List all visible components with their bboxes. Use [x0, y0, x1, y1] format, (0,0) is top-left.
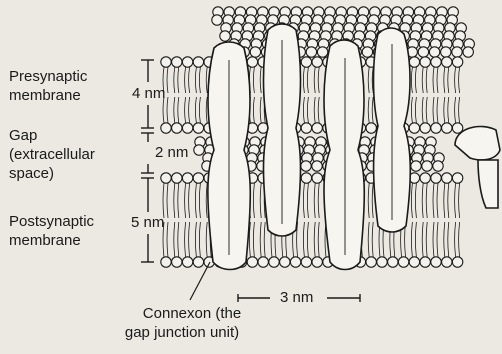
postsynaptic-label-line1: Postsynaptic: [9, 212, 94, 231]
postsynaptic-thickness: 5 nm: [131, 214, 164, 231]
side-protein: [455, 126, 500, 208]
connexon-caption-line1: Connexon (the: [112, 304, 272, 323]
gap-label-line3: space): [9, 164, 54, 183]
postsynaptic-label-line2: membrane: [9, 231, 81, 250]
gap-label-line1: Gap: [9, 126, 37, 145]
connexon-spacing: 3 nm: [280, 289, 313, 306]
lipid-head-field: [161, 7, 475, 267]
connexon-caption-line2: gap junction unit): [92, 323, 272, 342]
gap-width: 2 nm: [155, 144, 188, 161]
connexon-3: [324, 40, 364, 270]
presynaptic-label-line2: membrane: [9, 86, 81, 105]
presynaptic-thickness: 4 nm: [132, 85, 165, 102]
gap-label-line2: (extracellular: [9, 145, 95, 164]
presynaptic-label-line1: Presynaptic: [9, 67, 87, 86]
